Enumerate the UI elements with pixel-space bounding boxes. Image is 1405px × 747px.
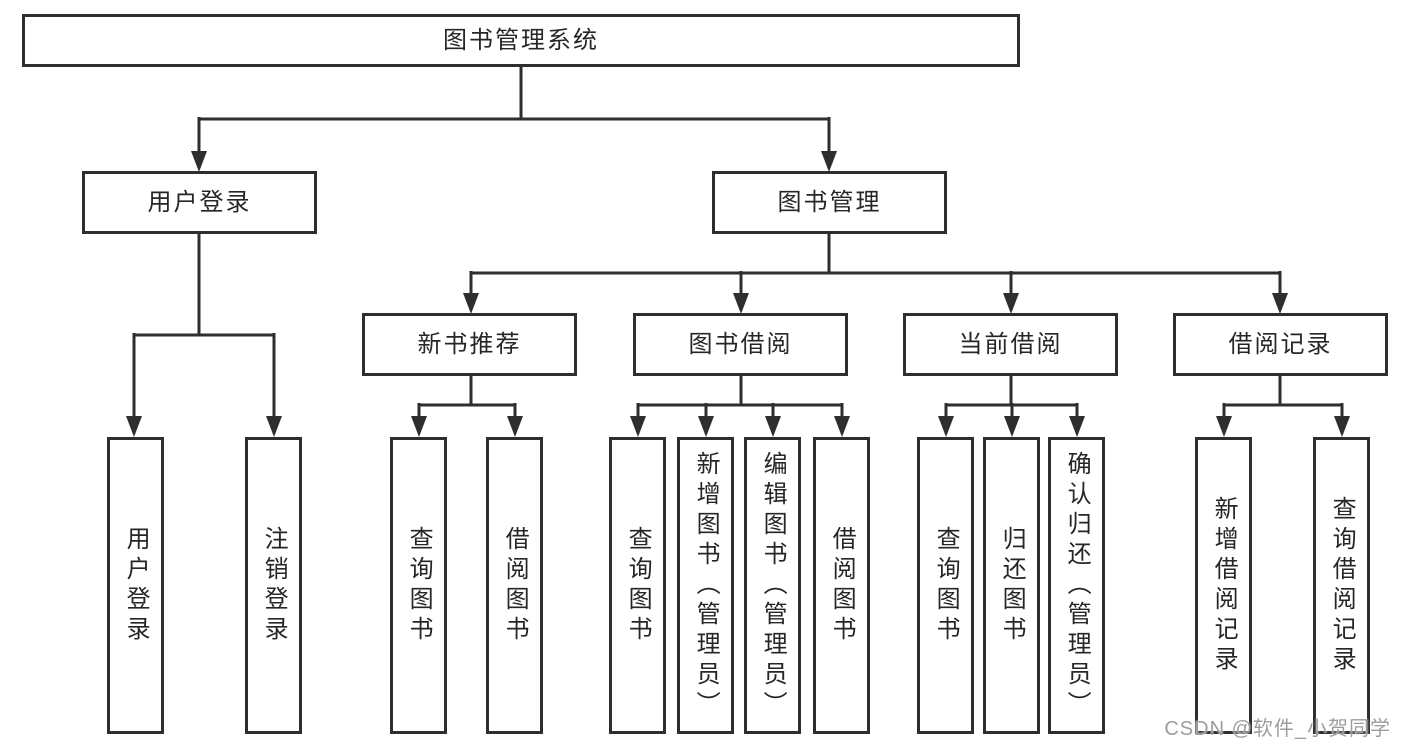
node-book-borrow: 图书借阅	[633, 313, 848, 376]
node-label: 用户登录	[147, 188, 252, 216]
node-label: 归还图书	[998, 525, 1026, 646]
node-new-book-recommend: 新书推荐	[362, 313, 577, 376]
node-book-management: 图书管理	[712, 171, 947, 234]
node-label: 用户登录	[122, 525, 150, 646]
node-query-books: 查询图书	[917, 437, 974, 734]
node-label: 编辑图书（管理员）	[759, 450, 787, 721]
node-label: 新增图书（管理员）	[692, 450, 720, 721]
node-label: 新书推荐	[417, 330, 522, 358]
node-current-borrow: 当前借阅	[903, 313, 1118, 376]
node-label: 查询图书	[405, 525, 433, 646]
csdn-watermark: CSDN @软件_小贺同学	[1164, 718, 1391, 740]
node-label: 确认归还（管理员）	[1063, 450, 1091, 721]
node-query-books: 查询图书	[390, 437, 447, 734]
node-label: 图书管理系统	[443, 26, 599, 54]
node-query-books: 查询图书	[609, 437, 666, 734]
node-label: 查询图书	[624, 525, 652, 646]
node-confirm-return-admin: 确认归还（管理员）	[1048, 437, 1105, 734]
node-borrow-books: 借阅图书	[813, 437, 870, 734]
node-label: 借阅图书	[501, 525, 529, 646]
node-library-management-system: 图书管理系统	[22, 14, 1020, 67]
node-user-login: 用户登录	[82, 171, 317, 234]
arrowheads	[126, 151, 1350, 437]
node-label: 借阅图书	[828, 525, 856, 646]
node-label: 当前借阅	[958, 330, 1063, 358]
node-borrow-records: 借阅记录	[1173, 313, 1388, 376]
node-edit-book-admin: 编辑图书（管理员）	[744, 437, 801, 734]
node-label: 注销登录	[260, 525, 288, 646]
node-label: 图书管理	[777, 188, 882, 216]
node-return-books: 归还图书	[983, 437, 1040, 734]
node-label: 新增借阅记录	[1210, 495, 1238, 676]
node-label: 查询借阅记录	[1328, 495, 1356, 676]
node-add-book-admin: 新增图书（管理员）	[677, 437, 734, 734]
node-logout: 注销登录	[245, 437, 302, 734]
node-label: 查询图书	[932, 525, 960, 646]
node-add-borrow-record: 新增借阅记录	[1195, 437, 1252, 734]
node-label: 借阅记录	[1228, 330, 1333, 358]
node-query-borrow-record: 查询借阅记录	[1313, 437, 1370, 734]
node-label: 图书借阅	[688, 330, 793, 358]
node-borrow-books: 借阅图书	[486, 437, 543, 734]
node-user-login-leaf: 用户登录	[107, 437, 164, 734]
